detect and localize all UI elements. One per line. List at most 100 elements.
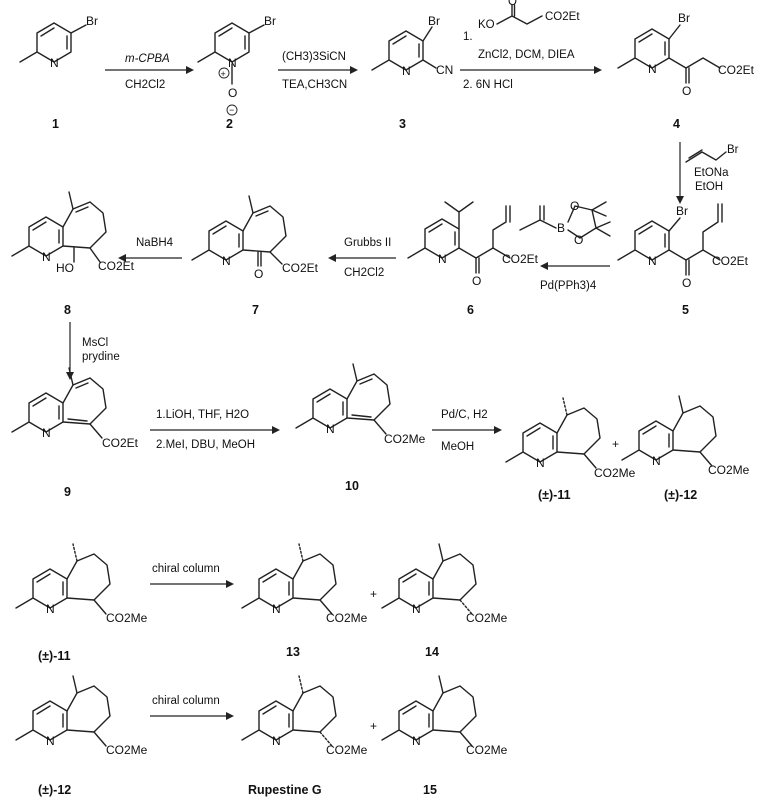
- compound-1-structure: Br N: [19, 14, 98, 70]
- reagent-etona: EtONa: [694, 167, 729, 179]
- allyl-bromide: Br: [685, 144, 739, 163]
- svg-text:N: N: [412, 734, 421, 748]
- svg-text:CO2Et: CO2Et: [718, 63, 755, 77]
- reagent-mei: 2.MeI, DBU, MeOH: [156, 439, 255, 451]
- plus-sign: +: [370, 719, 377, 733]
- compound-label-12b: (±)-12: [38, 783, 71, 797]
- compound-6-structure: N O CO2Et: [407, 201, 539, 288]
- reagent-meoh: MeOH: [441, 441, 474, 453]
- compound-label-rupestine-g: Rupestine G: [248, 783, 322, 797]
- potassium-ethyl-malonate: KO O CO2Et: [478, 0, 580, 31]
- svg-text:N: N: [652, 454, 661, 468]
- svg-text:CO2Me: CO2Me: [594, 466, 636, 480]
- compound-label-12: (±)-12: [664, 488, 697, 502]
- plus-sign: +: [370, 587, 377, 601]
- svg-text:B: B: [557, 221, 565, 235]
- compound-label-10: 10: [345, 479, 359, 493]
- compound-2-structure: Br N O + −: [197, 14, 276, 116]
- svg-text:Br: Br: [676, 204, 688, 218]
- reagent-step1: 1.: [463, 31, 473, 43]
- svg-text:O: O: [508, 0, 517, 8]
- nitrile-group: CN: [436, 63, 453, 77]
- reagent-nabh4: NaBH4: [136, 237, 174, 249]
- compound-label-11b: (±)-11: [38, 649, 71, 663]
- svg-text:CO2Et: CO2Et: [712, 254, 749, 268]
- svg-text:N: N: [438, 252, 447, 266]
- svg-text:CO2Et: CO2Et: [102, 436, 139, 450]
- svg-text:CO2Me: CO2Me: [106, 611, 148, 625]
- arrow-head-11: [226, 580, 234, 588]
- arrow-head-9: [272, 426, 280, 434]
- compound-11b-structure: N CO2Me: [15, 543, 148, 625]
- reagent-pdc-h2: Pd/C, H2: [441, 409, 488, 421]
- reagent-mcpba: m-CPBA: [125, 53, 170, 65]
- compound-8-structure: N HO CO2Et: [11, 191, 135, 275]
- svg-text:CO2Me: CO2Me: [708, 463, 750, 477]
- arrow-head-8: [66, 372, 74, 380]
- positive-charge: +: [221, 69, 226, 79]
- reagent-chiral-column-2: chiral column: [152, 695, 220, 707]
- svg-text:CO2Me: CO2Me: [466, 611, 508, 625]
- compound-label-3: 3: [399, 117, 406, 131]
- svg-text:CO2Et: CO2Et: [282, 261, 319, 275]
- svg-text:CO2Me: CO2Me: [466, 743, 508, 757]
- compound-label-13: 13: [286, 645, 300, 659]
- compound-12-structure: N CO2Me: [621, 395, 750, 477]
- svg-text:CO2Me: CO2Me: [106, 743, 148, 757]
- svg-text:CO2Me: CO2Me: [326, 611, 368, 625]
- svg-text:HO: HO: [56, 261, 74, 275]
- arrow-head-3: [594, 66, 602, 74]
- compound-label-14: 14: [425, 645, 439, 659]
- svg-text:N: N: [42, 426, 51, 440]
- bromine-atom: Br: [86, 14, 98, 28]
- compound-label-5: 5: [682, 303, 689, 317]
- reagent-tmscn: (CH3)3SiCN: [282, 51, 346, 63]
- svg-text:N: N: [412, 602, 421, 616]
- svg-text:N: N: [326, 422, 335, 436]
- svg-text:KO: KO: [478, 19, 495, 31]
- svg-text:N: N: [272, 734, 281, 748]
- reagent-pyridine: prydine: [82, 351, 120, 363]
- compound-label-1: 1: [52, 117, 59, 131]
- arrow-head-4: [676, 196, 684, 204]
- bromine-atom: Br: [428, 14, 440, 28]
- svg-text:N: N: [222, 254, 231, 268]
- rupestine-g-structure: N CO2Me: [241, 675, 368, 757]
- reagent-tea: TEA,CH3CN: [282, 79, 347, 91]
- reagent-zncl2: ZnCl2, DCM, DIEA: [478, 49, 575, 61]
- svg-text:O: O: [254, 267, 263, 281]
- compound-label-15: 15: [423, 783, 437, 797]
- svg-text:N: N: [648, 62, 657, 76]
- arrow-head-1: [186, 66, 194, 74]
- svg-text:N: N: [42, 250, 51, 264]
- svg-text:N: N: [46, 602, 55, 616]
- reagent-grubbs: Grubbs II: [344, 237, 391, 249]
- svg-text:N: N: [536, 456, 545, 470]
- compound-label-11: (±)-11: [538, 488, 571, 502]
- compound-label-6: 6: [467, 303, 474, 317]
- reagent-pdpph34: Pd(PPh3)4: [540, 280, 597, 292]
- compound-4-structure: Br N O CO2Et: [617, 11, 755, 98]
- compound-5-structure: Br N O CO2Et: [617, 203, 749, 290]
- compound-label-4: 4: [673, 117, 680, 131]
- oxygen-atom: O: [228, 86, 237, 100]
- negative-charge: −: [229, 105, 234, 115]
- reagent-etoh: EtOH: [695, 181, 723, 193]
- svg-text:O: O: [682, 84, 691, 98]
- svg-text:Br: Br: [678, 11, 690, 25]
- svg-text:CO2Et: CO2Et: [545, 11, 580, 23]
- reagent-ch2cl2: CH2Cl2: [125, 79, 165, 91]
- reagent-hcl: 2. 6N HCl: [463, 79, 513, 91]
- svg-text:CO2Me: CO2Me: [326, 743, 368, 757]
- svg-text:CO2Et: CO2Et: [98, 259, 135, 273]
- svg-text:N: N: [272, 602, 281, 616]
- isopropenyl-boronate: B O O: [519, 199, 611, 247]
- compound-13-structure: N CO2Me: [241, 543, 368, 625]
- compound-label-9: 9: [64, 485, 71, 499]
- compound-label-8: 8: [64, 303, 71, 317]
- compound-15-structure: N CO2Me: [381, 675, 508, 757]
- reagent-ch2cl2-6: CH2Cl2: [344, 267, 384, 279]
- compound-12b-structure: N CO2Me: [15, 675, 148, 757]
- svg-text:N: N: [46, 734, 55, 748]
- svg-text:O: O: [570, 199, 579, 213]
